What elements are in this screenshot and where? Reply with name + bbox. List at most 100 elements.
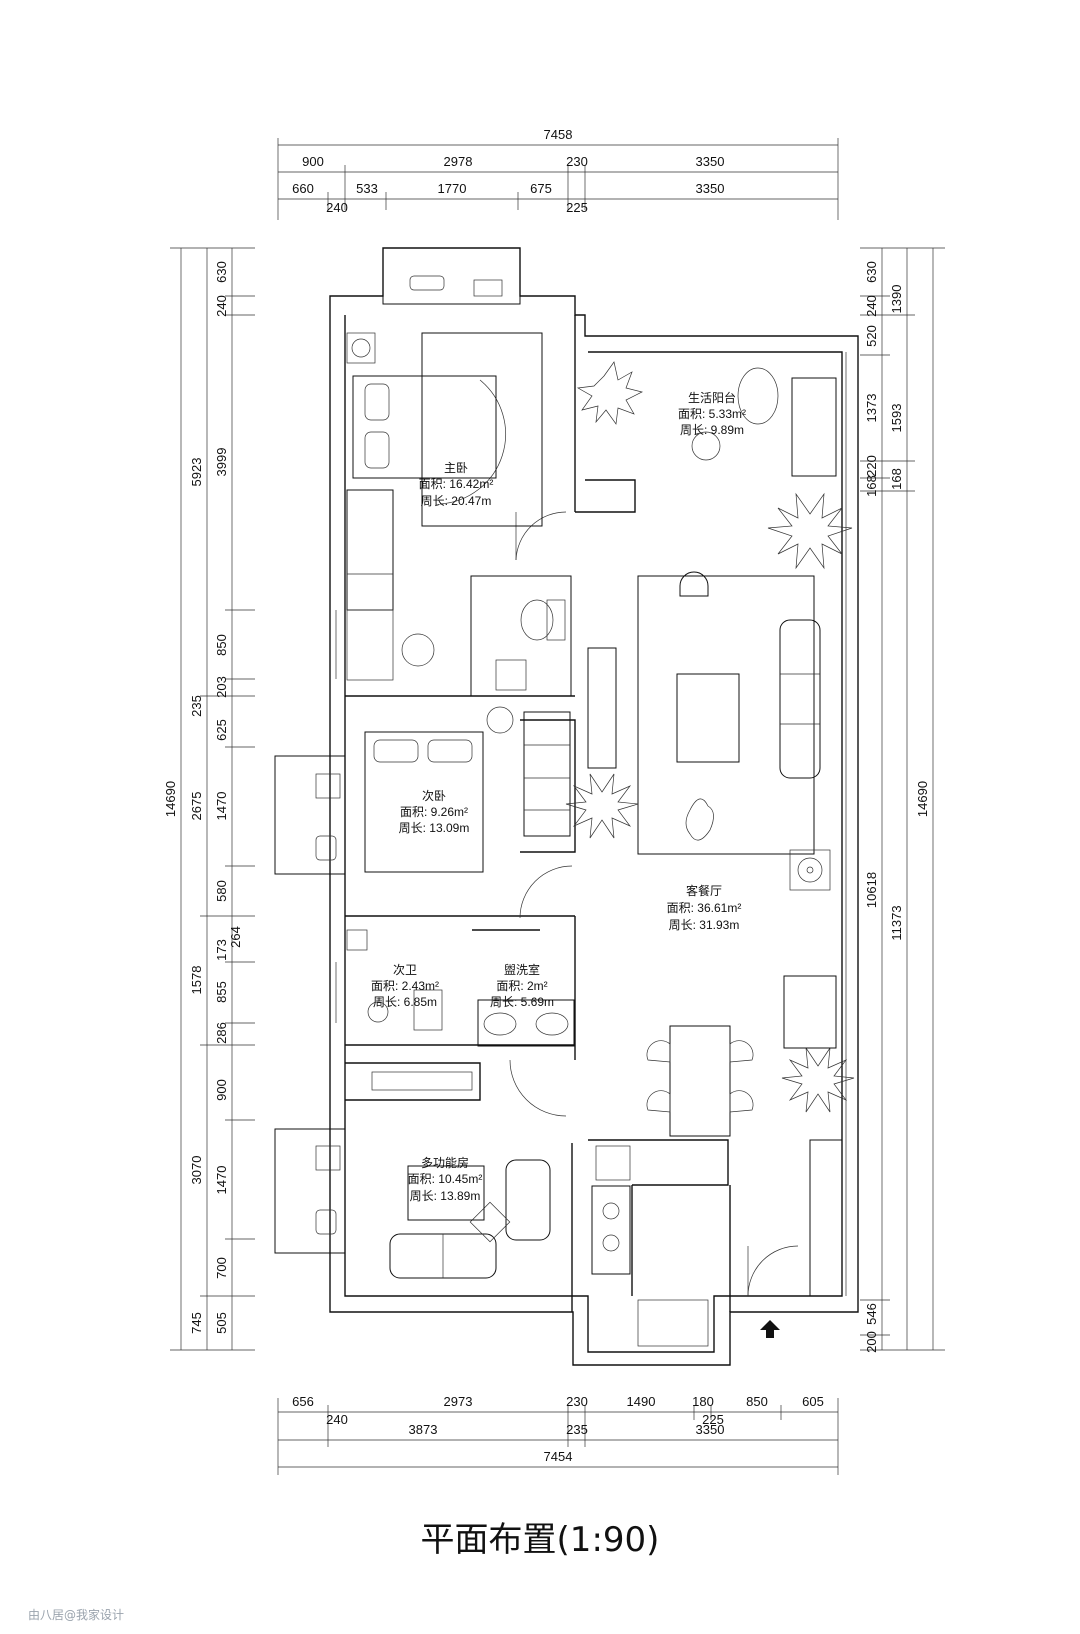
bottom-dim-r3-3: 3350 — [696, 1422, 725, 1437]
right-dim-in-2: 240 — [864, 295, 879, 317]
right-dim-mid-4: 11373 — [889, 905, 904, 940]
plant-icon — [565, 773, 639, 839]
right-dim-mid-3: 168 — [889, 468, 904, 490]
chair-icon — [679, 571, 709, 597]
master-bed — [346, 332, 543, 527]
pet-icon — [685, 798, 714, 841]
top-dim-r3-5: 3350 — [696, 181, 725, 196]
floor-drain-icon — [367, 1001, 389, 1023]
lamp-icon — [789, 849, 831, 891]
room-area: 面积: 2m² — [496, 979, 547, 993]
room-perimeter: 周长: 13.09m — [399, 821, 470, 835]
top-dim-r2-3: 230 — [566, 154, 588, 169]
fridge-icon — [637, 1299, 709, 1347]
bottom-dim-r2-2: 225 — [702, 1412, 724, 1427]
bottom-dimensions: 656 2973 230 1490 180 850 605 240 225 38… — [277, 1394, 839, 1475]
second-bed — [364, 706, 514, 873]
room-perimeter: 周长: 13.89m — [410, 1189, 481, 1203]
room-perimeter: 周长: 6.85m — [373, 995, 437, 1009]
desk-icon — [315, 1145, 341, 1171]
top-dimensions: 7458 900 2978 230 3350 660 533 1770 675 … — [277, 127, 839, 220]
bottom-dim-r1-6: 850 — [746, 1394, 768, 1409]
right-dim-in-9: 200 — [864, 1331, 879, 1353]
room-name: 生活阳台 — [688, 390, 736, 405]
left-dim-in-2: 240 — [214, 295, 229, 317]
right-dim-mid-1: 1390 — [889, 285, 904, 314]
room-perimeter: 周长: 31.93m — [669, 918, 740, 932]
doors — [439, 379, 799, 1297]
toilet-icon — [520, 599, 566, 641]
left-dim-in-11: 855 — [214, 981, 229, 1003]
bottom-dim-r2-1: 240 — [326, 1412, 348, 1427]
washer-icon — [791, 377, 837, 477]
left-dim-in-15: 700 — [214, 1257, 229, 1279]
room-name: 主卧 — [444, 461, 468, 475]
living-rug — [637, 575, 815, 855]
stove-icon — [591, 1185, 631, 1275]
master-wardrobe — [346, 489, 394, 681]
left-dim-in-5: 203 — [214, 676, 229, 698]
left-dim-in-14: 1470 — [214, 1166, 229, 1195]
room-perimeter: 周长: 20.47m — [421, 494, 492, 508]
bottom-dim-total: 7454 — [544, 1449, 573, 1464]
top-dim-r2-4: 3350 — [696, 154, 725, 169]
right-dim-in-6: 168 — [864, 475, 879, 497]
furniture — [315, 275, 855, 1347]
dining-table — [646, 1025, 754, 1137]
right-dim-in-5: 220 — [864, 455, 879, 477]
cabinet — [783, 975, 837, 1049]
left-dim-mid-2: 235 — [189, 695, 204, 717]
chair-icon — [401, 633, 435, 667]
shelf-icon — [371, 1071, 473, 1091]
room-perimeter: 周长: 5.69m — [490, 995, 554, 1009]
right-dim-in-1: 630 — [864, 261, 879, 283]
left-dimensions: 14690 5923 235 2675 1578 3070 745 630 24… — [163, 247, 255, 1351]
top-dim-r4-1: 240 — [326, 200, 348, 215]
room-area: 面积: 2.43m² — [371, 979, 439, 993]
multi-room-sofa — [389, 1159, 551, 1279]
chair-icon — [315, 1209, 337, 1235]
left-dim-in-4: 850 — [214, 634, 229, 656]
bottom-dim-r1-2: 2973 — [444, 1394, 473, 1409]
left-dim-in-13: 900 — [214, 1079, 229, 1101]
room-name: 客餐厅 — [686, 883, 722, 898]
left-dim-in-12: 286 — [214, 1022, 229, 1044]
top-dim-r3-2: 533 — [356, 181, 378, 196]
bottom-dim-r1-5: 180 — [692, 1394, 714, 1409]
room-name: 盥洗室 — [504, 962, 540, 977]
right-dim-in-4: 1373 — [864, 394, 879, 423]
shelf-icon — [346, 929, 368, 951]
sink-icon — [595, 1145, 631, 1181]
watermark: 由八居@我家设计 — [28, 1608, 125, 1622]
bottom-dim-r3-2: 235 — [566, 1422, 588, 1437]
tv-console — [587, 647, 617, 769]
table-icon — [473, 279, 503, 297]
right-dim-mid-2: 1593 — [889, 404, 904, 433]
left-dim-total: 14690 — [163, 781, 178, 817]
room-perimeter: 周长: 9.89m — [680, 423, 744, 437]
left-dim-mid-1: 5923 — [189, 458, 204, 487]
sofa — [779, 619, 821, 779]
right-dim-in-8: 546 — [864, 1303, 879, 1325]
bottom-dim-r3-1: 3873 — [409, 1422, 438, 1437]
top-dim-r3-3: 1770 — [438, 181, 467, 196]
desk-icon — [315, 773, 341, 799]
chair-icon — [315, 835, 337, 861]
second-wardrobe — [523, 711, 571, 837]
left-dim-in-6: 625 — [214, 719, 229, 741]
left-dim-in-9: 173 — [214, 939, 229, 961]
cabinet — [809, 1139, 843, 1297]
left-dim-in-1: 630 — [214, 261, 229, 283]
room-labels: 主卧 面积: 16.42m² 周长: 20.47m 生活阳台 面积: 5.33m… — [371, 390, 746, 1203]
bottom-dim-r1-7: 605 — [802, 1394, 824, 1409]
walls — [274, 247, 859, 1366]
top-dim-r4-2: 225 — [566, 200, 588, 215]
plant-icon — [767, 492, 853, 570]
lounger-icon — [409, 275, 445, 291]
plant-icon — [781, 1047, 855, 1113]
bottom-dim-r1-4: 1490 — [627, 1394, 656, 1409]
left-dim-in-3: 3999 — [214, 448, 229, 477]
left-dim-mid-3: 2675 — [189, 792, 204, 821]
bottom-dim-r1-3: 230 — [566, 1394, 588, 1409]
